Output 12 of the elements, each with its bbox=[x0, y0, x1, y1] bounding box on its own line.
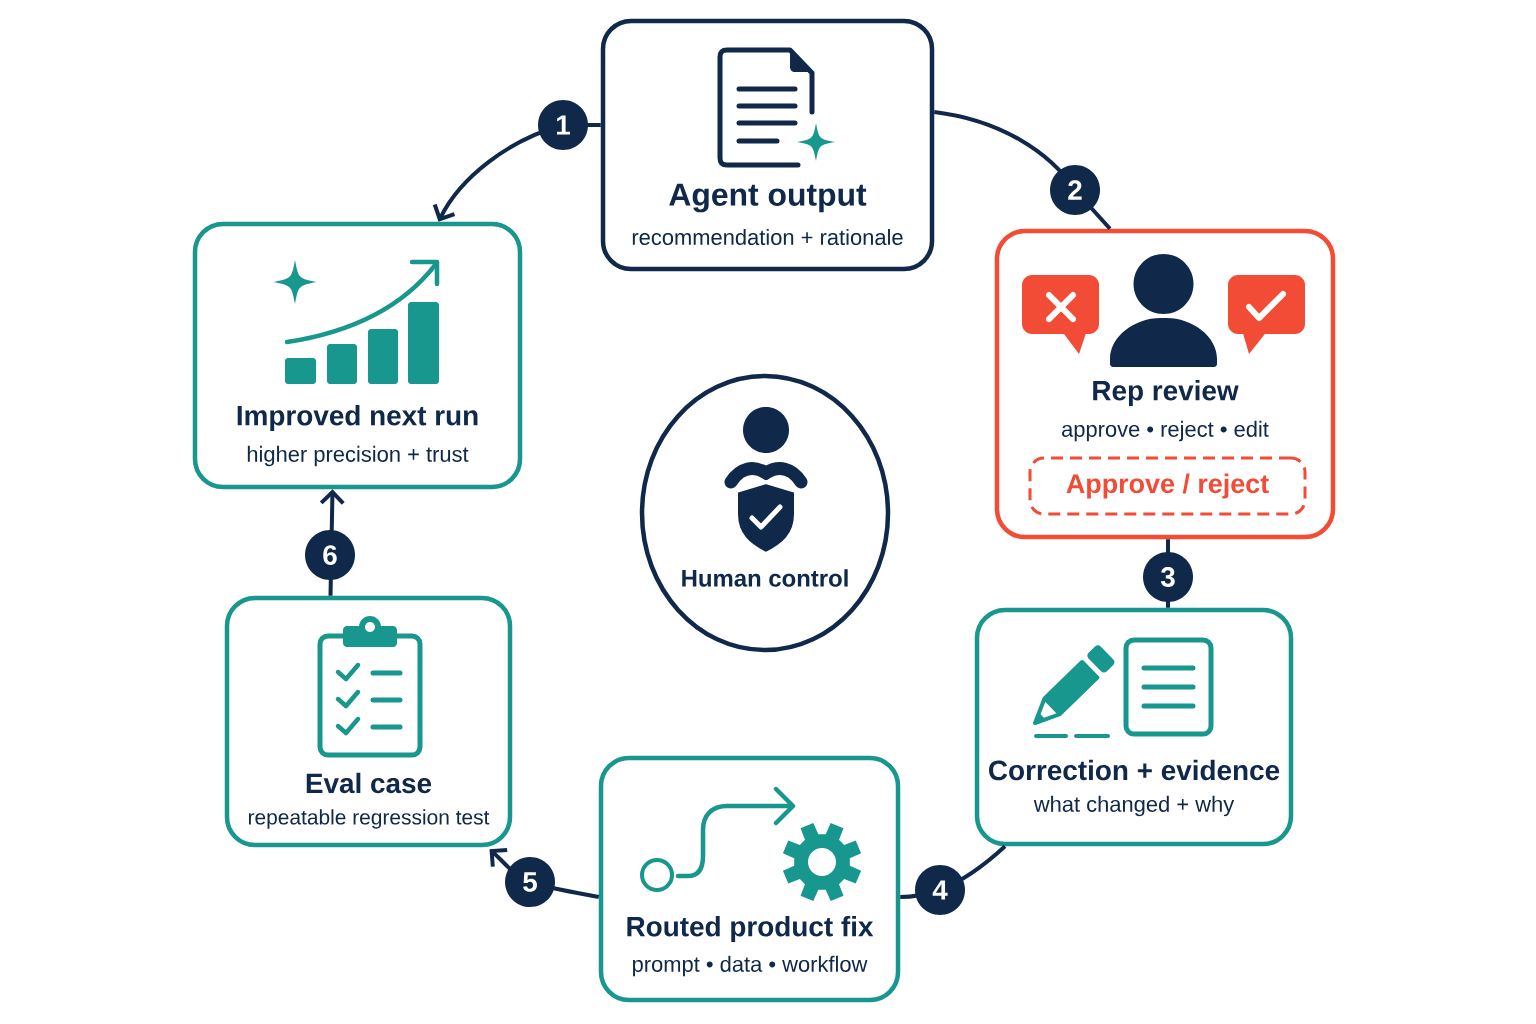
step-card: Routed product fix prompt • data • workflow bbox=[598, 755, 901, 1003]
number-badge: 3 bbox=[1143, 552, 1193, 602]
step-card: Improved next run higher precision + trust bbox=[192, 221, 523, 490]
number-badge: 6 bbox=[305, 530, 355, 580]
step-card: Agent output recommendation + rationale bbox=[600, 18, 935, 272]
step-card: Correction + evidence what changed + why bbox=[974, 607, 1294, 847]
number-badge: 1 bbox=[538, 100, 588, 150]
dashed-tag: Approve / reject bbox=[1028, 456, 1307, 516]
step-card: Eval case repeatable regression test bbox=[224, 595, 513, 848]
number-badge: 4 bbox=[915, 865, 965, 915]
number-badge: 2 bbox=[1050, 165, 1100, 215]
number-badge: 5 bbox=[505, 857, 555, 907]
